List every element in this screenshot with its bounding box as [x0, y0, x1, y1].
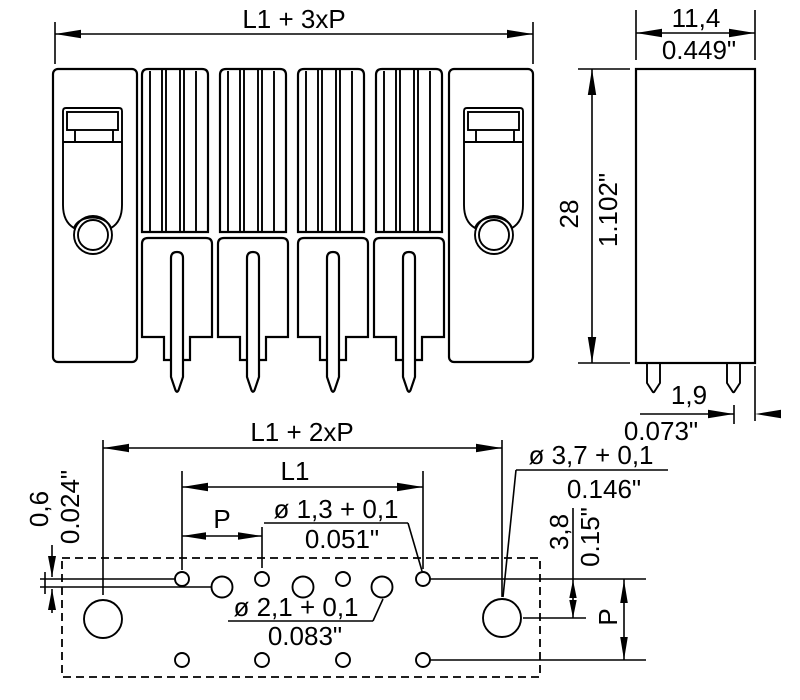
footprint-pitch-label: P — [213, 504, 230, 534]
side-height-mm-label: 28 — [554, 200, 584, 229]
hole-big-callout: ø 3,7 + 0,1 0.146" — [502, 440, 668, 598]
side-pin-mm-label: 1,9 — [671, 380, 707, 410]
footprint-l1-label: L1 — [281, 456, 310, 486]
hole-big-in-label: 0.146" — [567, 474, 641, 504]
row-offset-dimension: 0,6 0.024" — [24, 470, 85, 613]
side-height-in-label: 1.102" — [593, 173, 623, 247]
front-view: L1 + 3xP — [51, 4, 535, 393]
mount-offset-mm-label: 3,8 — [544, 514, 574, 550]
row-offset-in-label: 0.024" — [55, 470, 85, 544]
front-pin-housings — [140, 236, 446, 362]
front-width-label: L1 + 3xP — [242, 4, 345, 34]
hole-mid-mm-label: ø 2,1 + 0,1 — [233, 592, 358, 622]
signal-holes-top-row — [174, 571, 431, 587]
side-view: 11,4 0.449" 28 1.102" 1,9 0.073" — [554, 3, 781, 446]
side-pin-right — [726, 363, 741, 394]
footprint-pitch-vertical-dimension: P — [593, 579, 628, 660]
row-offset-mm-label: 0,6 — [24, 491, 54, 527]
side-body — [634, 67, 757, 365]
footprint-pitch-vertical-label: P — [593, 608, 623, 625]
side-height-dimension: 28 1.102" — [554, 68, 630, 364]
front-left-latch-window — [66, 111, 119, 131]
side-pin-in-label: 0.073" — [624, 416, 698, 446]
mount-offset-dimension: 3,8 0.15" — [544, 507, 605, 618]
mounting-hole-left — [83, 599, 123, 639]
hole-small-mm-label: ø 1,3 + 0,1 — [273, 494, 398, 524]
mounting-hole-right — [482, 598, 522, 638]
front-left-screw-hole — [73, 215, 113, 255]
side-width-dimension: 11,4 0.449" — [635, 3, 756, 65]
signal-holes-bottom-row — [174, 652, 431, 668]
mount-offset-in-label: 0.15" — [575, 507, 605, 567]
front-pins — [169, 250, 417, 393]
hole-mid-in-label: 0.083" — [268, 621, 342, 651]
front-right-screw-hole — [474, 215, 514, 255]
footprint-view: L1 + 2xP L1 P ø 1,3 + 0,1 0.051" — [24, 417, 668, 678]
footprint-span-label: L1 + 2xP — [250, 417, 353, 447]
front-right-latch-column — [463, 107, 524, 230]
hole-small-callout: ø 1,3 + 0,1 0.051" — [264, 494, 423, 572]
side-pin-left — [646, 363, 661, 394]
footprint-l1-dimension: L1 — [181, 456, 424, 570]
front-right-flange — [447, 67, 535, 364]
side-width-mm-label: 11,4 — [672, 3, 721, 33]
hole-small-in-label: 0.051" — [305, 524, 379, 554]
footprint-pitch-dimension: P — [182, 504, 263, 568]
front-left-flange — [51, 67, 139, 364]
side-pin-dimension: 1,9 0.073" — [624, 366, 781, 446]
rib-lines — [149, 70, 431, 231]
front-width-dimension: L1 + 3xP — [54, 4, 534, 64]
hole-mid-callout: ø 2,1 + 0,1 0.083" — [228, 592, 384, 651]
side-width-in-label: 0.449" — [662, 35, 736, 65]
footprint-span-dimension: L1 + 2xP — [102, 417, 503, 597]
front-right-latch-window — [467, 111, 520, 131]
hole-big-mm-label: ø 3,7 + 0,1 — [528, 440, 653, 470]
front-left-latch-column — [62, 107, 123, 230]
power-holes-row — [210, 575, 394, 599]
front-rib-blocks — [140, 67, 444, 234]
